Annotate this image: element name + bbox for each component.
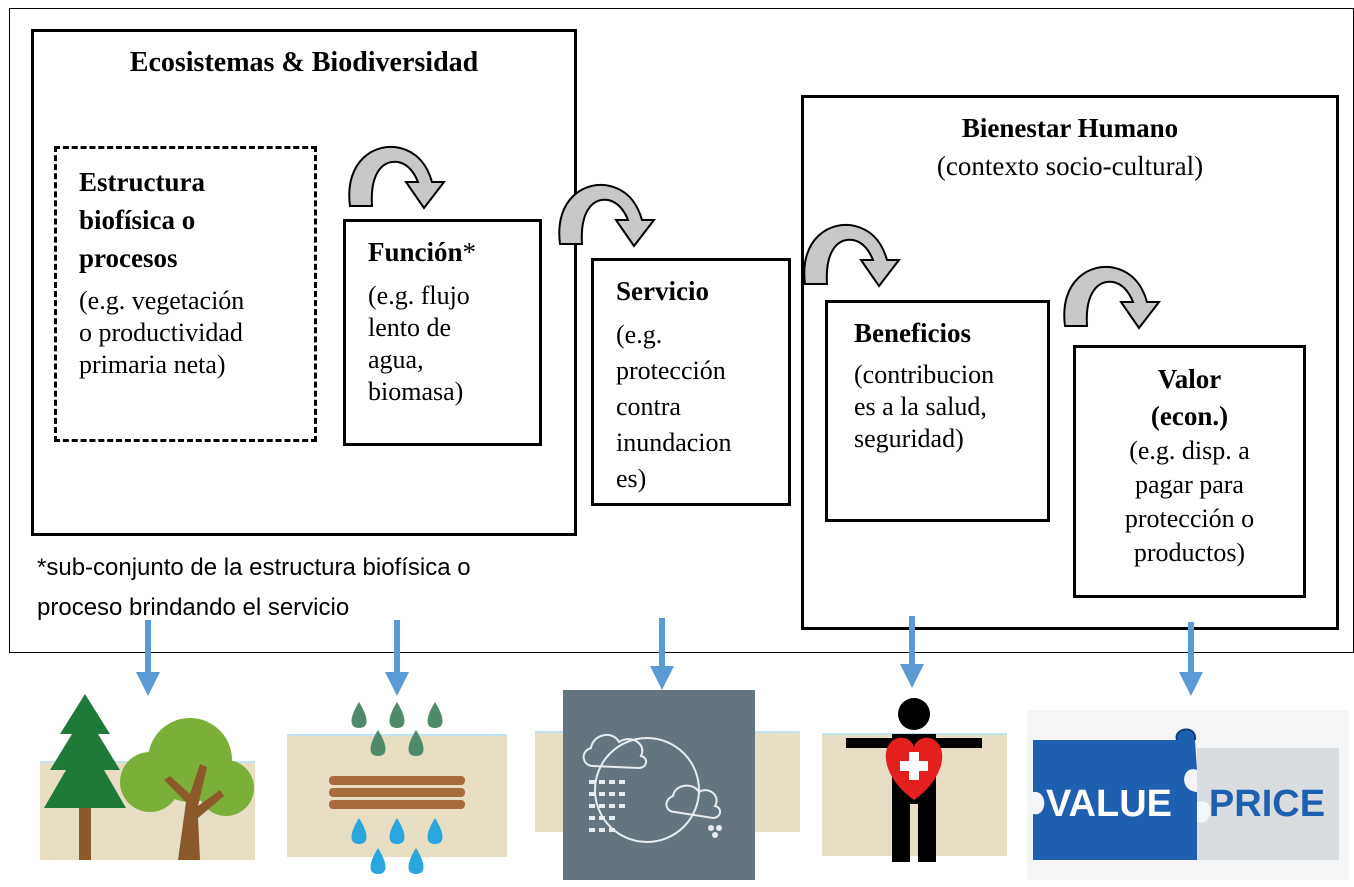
service-box: Servicio (e.g. protección contra inundac… [591, 258, 791, 506]
benefits-desc: (contribucion es a la salud, seguridad) [854, 359, 994, 455]
value-desc-3: protección o [1124, 504, 1255, 533]
service-desc-1: (e.g. [616, 320, 663, 349]
benefits-title: Beneficios [854, 318, 971, 348]
service-desc-3: contra [616, 392, 681, 421]
ecosystems-title: Ecosistemas & Biodiversidad [129, 47, 479, 78]
curved-arrow-3 [803, 223, 902, 288]
structure-desc: (e.g. vegetación o productividad primari… [79, 285, 319, 381]
function-mark: * [462, 237, 477, 267]
service-title: Servicio [616, 276, 709, 306]
value-desc-1: (e.g. disp. a [1129, 436, 1250, 465]
trees-icon [40, 694, 255, 860]
value-price-puzzle-icon: VALUE PRICE [1027, 710, 1349, 880]
function-desc-2: lento de [368, 313, 452, 342]
water-filtration-icon [287, 702, 507, 874]
value-title-2: (econ.) [1150, 401, 1229, 431]
wellbeing-title: Bienestar Humano [961, 113, 1179, 143]
down-arrow-1 [136, 620, 160, 696]
structure-title-2: biofísica o [79, 205, 196, 235]
down-arrow-4 [900, 616, 924, 688]
service-desc-4: inundacion [616, 428, 732, 457]
benefits-desc-2: es a la salud, [854, 392, 987, 421]
structure-desc-2: o productividad [79, 318, 243, 347]
function-desc-4: biomasa) [368, 377, 464, 406]
structure-text: Estructura biofísica o procesos [79, 163, 319, 277]
service-desc-2: protección [616, 356, 726, 385]
person-heart-icon [822, 698, 1007, 862]
benefits-box: Beneficios (contribucion es a la salud, … [825, 300, 1050, 522]
down-arrow-5 [1179, 622, 1203, 696]
function-title-row: Función* [368, 236, 476, 269]
puzzle-left-text: VALUE [1046, 783, 1172, 825]
function-title: Función [368, 237, 463, 267]
structure-box: Estructura biofísica o procesos (e.g. ve… [54, 146, 317, 442]
rain-cloud-icon [535, 690, 800, 880]
function-desc-3: agua, [368, 345, 424, 374]
value-box: Valor (econ.) (e.g. disp. a pagar para p… [1073, 345, 1306, 598]
structure-desc-1: (e.g. vegetación [79, 286, 245, 315]
structure-title-3: procesos [79, 243, 178, 273]
structure-desc-3: primaria neta) [79, 350, 226, 379]
benefits-desc-3: seguridad) [854, 424, 964, 453]
function-box: Función* (e.g. flujo lento de agua, biom… [343, 219, 542, 446]
service-desc-5: es) [616, 464, 647, 493]
puzzle-right-text: PRICE [1209, 783, 1325, 825]
service-desc: (e.g. protección contra inundacion es) [616, 317, 732, 497]
function-desc-1: (e.g. flujo [368, 281, 470, 310]
curved-arrow-4 [1063, 265, 1162, 330]
down-arrow-3 [650, 618, 674, 690]
down-arrow-2 [385, 620, 409, 696]
benefits-desc-1: (contribucion [854, 360, 995, 389]
structure-title-1: Estructura [79, 167, 205, 197]
footnote-line-2: proceso brindando el servicio [37, 594, 350, 621]
function-desc: (e.g. flujo lento de agua, biomasa) [368, 280, 470, 408]
curved-arrow-1 [348, 145, 447, 210]
value-text: Valor (econ.) (e.g. disp. a pagar para p… [1076, 360, 1303, 570]
footnote: *sub-conjunto de la estructura biofísica… [37, 548, 471, 628]
footnote-line-1: *sub-conjunto de la estructura biofísica… [37, 554, 471, 581]
value-desc-4: productos) [1133, 538, 1246, 567]
value-title-1: Valor [1157, 364, 1222, 394]
curved-arrow-2 [558, 183, 657, 248]
wellbeing-subtitle: (contexto socio-cultural) [936, 151, 1204, 181]
value-desc-2: pagar para [1135, 470, 1244, 499]
